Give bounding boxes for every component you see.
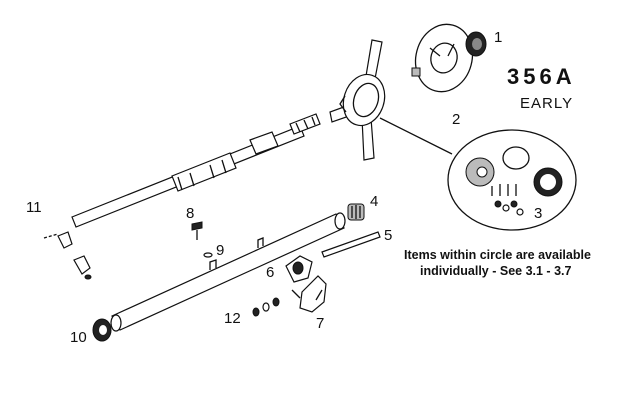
availability-note-line1: Items within circle are available bbox=[404, 248, 591, 262]
callout-12: 12 bbox=[224, 310, 241, 327]
callout-7: 7 bbox=[316, 315, 324, 332]
bushing bbox=[347, 203, 365, 221]
steering-wheel bbox=[312, 20, 420, 180]
callout-11: 11 bbox=[26, 199, 42, 216]
pin bbox=[203, 252, 213, 258]
bearing bbox=[92, 318, 112, 342]
callout-10: 10 bbox=[70, 329, 87, 346]
switch-housing bbox=[285, 255, 313, 283]
washers-and-nuts bbox=[252, 297, 280, 317]
screw bbox=[191, 221, 203, 240]
availability-note-line2: individually - See 3.1 - 3.7 bbox=[420, 264, 571, 278]
callout-5: 5 bbox=[384, 227, 392, 244]
horn-button bbox=[465, 31, 487, 57]
callout-6: 6 bbox=[266, 264, 274, 281]
callout-1: 1 bbox=[494, 29, 502, 46]
model-variant: EARLY bbox=[520, 95, 573, 112]
callout-8: 8 bbox=[186, 205, 194, 222]
steering-column-tube bbox=[110, 212, 346, 332]
model-number: 356A bbox=[507, 64, 576, 89]
clamp bbox=[43, 231, 92, 280]
callout-3: 3 bbox=[534, 205, 542, 222]
rod bbox=[321, 231, 381, 258]
bracket bbox=[291, 275, 327, 313]
callout-2: 2 bbox=[452, 111, 460, 128]
callout-9: 9 bbox=[216, 242, 224, 259]
callout-4: 4 bbox=[370, 193, 378, 210]
detail-circle bbox=[379, 117, 577, 231]
horn-ring bbox=[411, 23, 474, 93]
steering-shaft bbox=[71, 113, 321, 228]
